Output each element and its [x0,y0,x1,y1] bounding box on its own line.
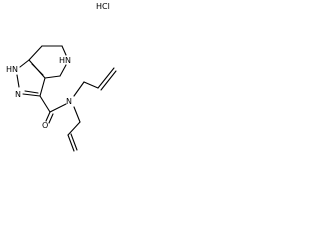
bond-c7a-c3a-inner [31,63,44,76]
bond-ch-ch2-lower [67,134,75,152]
atom-label-nh-pyrazole: HN [6,65,18,74]
bond-n5-c4 [59,64,67,77]
bond-c4-c3a [44,75,61,79]
atom-label-n-amide: N [66,97,72,106]
bond-c3-c3a [39,77,46,97]
bond-ch2-ch-upper [83,81,99,89]
bond-n2-c3 [22,93,41,97]
atom-label-o-carbonyl: O [42,121,48,130]
salt-label: HCl [96,2,110,11]
atom-label-n-pyrazole: N [15,90,21,99]
bond-c7a-n1 [19,59,30,68]
bond-ch-ch2-upper [97,67,115,89]
bond-c3-carbonyl [39,95,51,113]
atom-label-nh-piperidine: HN [59,56,71,65]
bond-carbonyl-n [49,103,67,113]
bond-carbonyl-o-double [48,113,54,124]
bond-ch-ch2-lower-double [70,133,78,151]
bond-carbonyl-o [45,111,51,122]
bond-ch-ch2-upper-double [100,70,117,91]
bond-n-ch2-lower [73,106,81,123]
bond-n1-n2 [16,74,20,88]
bond-n2-c3-inner [24,90,39,94]
bond-c7a-c7 [28,45,43,61]
bond-c6-n5 [61,45,67,56]
bond-n-ch2-upper [73,81,85,97]
bond-ch2-ch-lower [67,121,81,136]
chemical-structure: HCl HN N HN O N [6,2,117,152]
